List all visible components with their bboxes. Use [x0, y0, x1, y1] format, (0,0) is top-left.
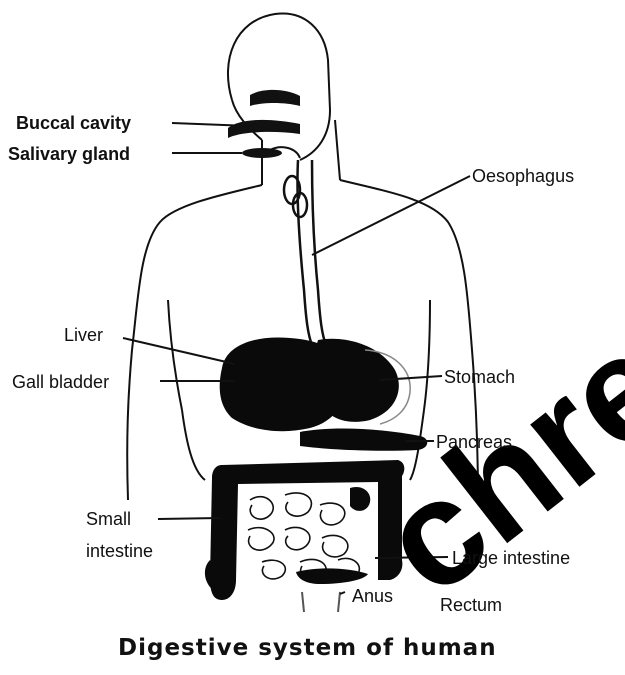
anus-shape	[302, 592, 340, 612]
label-liver: Liver	[64, 325, 103, 345]
label-rectum: Rectum	[440, 595, 502, 615]
label-anus: Anus	[352, 586, 393, 606]
label-small-intestine-1: Small	[86, 509, 131, 529]
label-pancreas: Pancreas	[436, 432, 512, 452]
label-oesophagus: Oesophagus	[472, 166, 574, 186]
small-intestine-leader	[158, 518, 220, 519]
label-salivary-gland: Salivary gland	[8, 144, 130, 164]
label-large-intestine: Large intestine	[452, 548, 570, 568]
label-small-intestine-2: intestine	[86, 541, 153, 561]
liver-leader	[123, 338, 235, 364]
label-gall-bladder: Gall bladder	[12, 372, 109, 392]
buccal-cavity-shape	[228, 90, 300, 158]
label-buccal-cavity: Buccal cavity	[16, 113, 131, 133]
oesophagus-shape	[284, 160, 326, 345]
rectum-shape	[296, 568, 368, 584]
label-stomach: Stomach	[444, 367, 515, 387]
diagram-caption: Digestive system of human	[118, 635, 497, 661]
salivary-gland-shape	[242, 148, 282, 158]
small-intestine-coils	[248, 493, 359, 581]
oesophagus-leader	[312, 176, 470, 255]
